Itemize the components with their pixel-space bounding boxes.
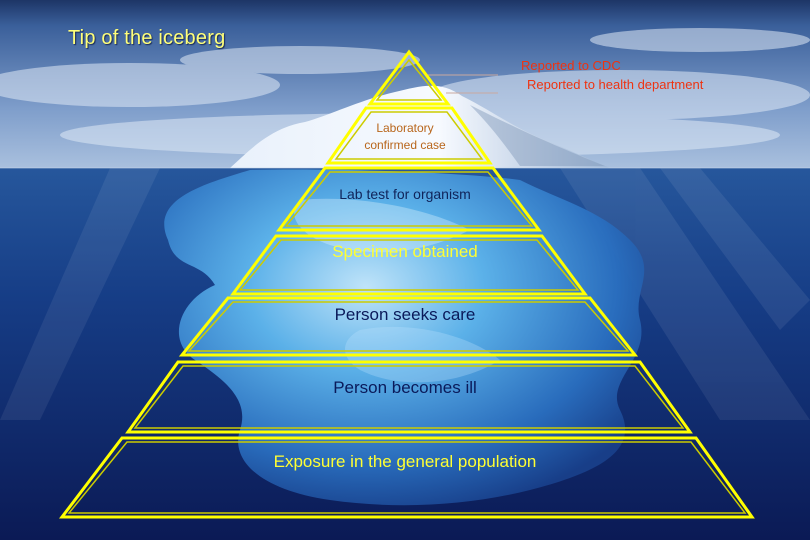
pyramid	[58, 49, 755, 519]
annotation-reported-cdc: Reported to CDC	[521, 58, 621, 73]
iceberg-tip	[230, 85, 610, 168]
pyramid-level-7	[58, 436, 755, 519]
level-label-lab-test: Lab test for organism	[0, 186, 810, 202]
pyramid-level-2	[325, 106, 493, 165]
page-title: Tip of the iceberg	[68, 27, 226, 49]
pyramid-level-5	[178, 296, 639, 357]
iceberg-underwater	[164, 169, 645, 506]
annotation-reported-health-department: Reported to health department	[527, 77, 704, 92]
pyramid-level-3	[276, 166, 542, 232]
level-label-person-seeks-care: Person seeks care	[334, 305, 476, 324]
level-label-person-becomes-ill: Person becomes ill	[333, 378, 477, 397]
level-label-specimen-obtained: Specimen obtained	[332, 242, 478, 261]
level-label-laboratory-confirmed-case: Laboratory confirmed case	[364, 121, 446, 152]
pyramid-level-4	[230, 234, 588, 296]
clouds	[0, 28, 810, 157]
light-rays	[0, 168, 810, 420]
pyramid-level-6	[125, 360, 693, 434]
annotation-leaders	[428, 74, 498, 94]
level-label-exposure-general-population: Exposure in the general population	[273, 452, 537, 471]
pyramid-level-1	[367, 49, 451, 106]
level-label-lab-test-text: Lab test for organism	[339, 186, 471, 202]
